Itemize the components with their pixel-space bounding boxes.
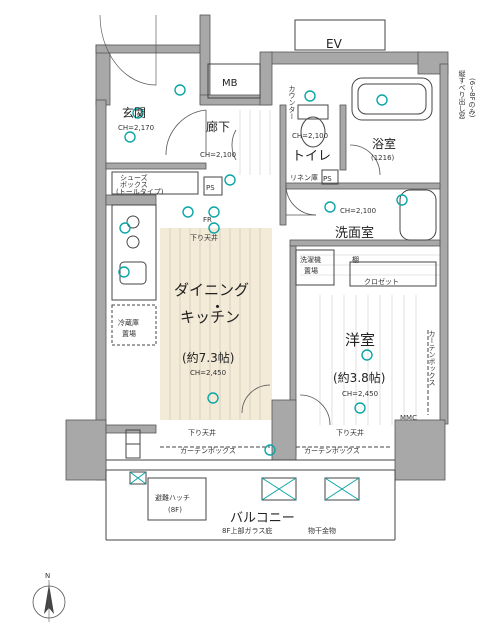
rinen-label: リネン庫 bbox=[290, 173, 318, 182]
sagari-label-2: 下り天井 bbox=[188, 428, 216, 437]
dining-ch: CH=2,450 bbox=[190, 369, 226, 377]
ps-label-2: PS bbox=[323, 175, 332, 183]
outlet-icon bbox=[208, 222, 220, 234]
reizouko-label-2: 置場 bbox=[122, 329, 136, 338]
senmen-ch: CH=2,100 bbox=[340, 207, 376, 215]
sagari-label-1: 下り天井 bbox=[190, 233, 218, 242]
electrical-icons bbox=[118, 84, 408, 456]
dining-label-2: ・ bbox=[210, 298, 225, 316]
closet-label: クロゼット bbox=[364, 277, 399, 286]
outlet-icon bbox=[376, 94, 388, 106]
monohoshi-label: 物干金物 bbox=[308, 526, 336, 535]
outlet-icon bbox=[396, 194, 408, 206]
youshitsu-label: 洋室 bbox=[345, 331, 375, 349]
shoes-label-3: (トールタイプ) bbox=[116, 187, 164, 196]
mmc-label: MMC bbox=[400, 414, 417, 422]
genkan-label: 玄関 bbox=[122, 105, 146, 120]
rouka-label: 廊下 bbox=[206, 119, 230, 134]
ps-label-1: PS bbox=[206, 184, 215, 192]
dining-size: (約7.3帖) bbox=[182, 350, 234, 365]
ev-label: EV bbox=[326, 37, 343, 51]
outlet-icon bbox=[132, 107, 144, 119]
outlet-icon bbox=[208, 206, 220, 218]
glass-label: 8F上部ガラス庇 bbox=[222, 526, 272, 535]
senmen-label: 洗面室 bbox=[335, 225, 374, 241]
outlet-icon bbox=[304, 90, 316, 102]
walls bbox=[65, 14, 449, 481]
window-note-2: (6〜8Fのみ) bbox=[468, 78, 476, 118]
outlet-icon bbox=[207, 392, 219, 404]
curtain-vertical: カーテンボックス bbox=[428, 330, 436, 386]
curtain-label-1: カーテンボックス bbox=[180, 447, 236, 455]
mb-label: MB bbox=[222, 78, 238, 89]
doors bbox=[99, 14, 381, 426]
tana-label: 棚 bbox=[352, 255, 359, 264]
dining-label-1: ダイニング bbox=[174, 281, 249, 299]
hinan-label-2: (8F) bbox=[168, 506, 182, 514]
outlet-icon bbox=[324, 201, 336, 213]
balcony bbox=[105, 459, 396, 541]
outlet-icon bbox=[124, 131, 136, 143]
reizouko-label-1: 冷蔵庫 bbox=[118, 318, 139, 327]
outlet-icon bbox=[224, 174, 236, 186]
youshitsu-size: (約3.8帖) bbox=[333, 370, 385, 385]
dining-label-3: キッチン bbox=[180, 308, 240, 326]
dining-floor bbox=[160, 228, 272, 420]
genkan-ch: CH=2,170 bbox=[118, 124, 154, 132]
outlet-icon bbox=[361, 349, 373, 361]
fr-label: FR bbox=[203, 216, 212, 224]
balcony-label: バルコニー bbox=[230, 511, 295, 526]
sagari-label-3: 下り天井 bbox=[336, 428, 364, 437]
outlet-icon bbox=[354, 402, 366, 414]
toilet-ch: CH=2,100 bbox=[292, 132, 328, 140]
rouka-ch: CH=2,100 bbox=[200, 151, 236, 159]
shoes-label-1: シューズ bbox=[120, 173, 148, 182]
toilet-label: トイレ bbox=[292, 149, 331, 164]
hinan-label-1: 避難ハッチ bbox=[155, 493, 190, 502]
sentaku-label-2: 置場 bbox=[304, 266, 318, 275]
yokushitsu-size: (1216) bbox=[371, 154, 395, 162]
window-note: 縦すべり出し窓 bbox=[458, 69, 466, 119]
dining-floor-lines bbox=[169, 228, 261, 420]
outlet-icon bbox=[174, 84, 186, 96]
sentaku-label-1: 洗濯機 bbox=[300, 255, 321, 264]
curtain-label-2: カーテンボックス bbox=[304, 447, 360, 455]
youshitsu-ch: CH=2,450 bbox=[342, 390, 378, 398]
shoes-label-2: ボックス bbox=[120, 181, 148, 189]
yokushitsu-label: 浴室 bbox=[372, 136, 396, 151]
north-compass bbox=[32, 580, 66, 622]
north-label: N bbox=[45, 572, 50, 580]
outlet-icon bbox=[182, 206, 194, 218]
counter-label: カウンター bbox=[288, 85, 296, 120]
outlet-icon bbox=[118, 266, 130, 278]
fixtures bbox=[111, 19, 437, 459]
outlet-icon bbox=[264, 444, 276, 456]
outlet-icon bbox=[119, 222, 131, 234]
